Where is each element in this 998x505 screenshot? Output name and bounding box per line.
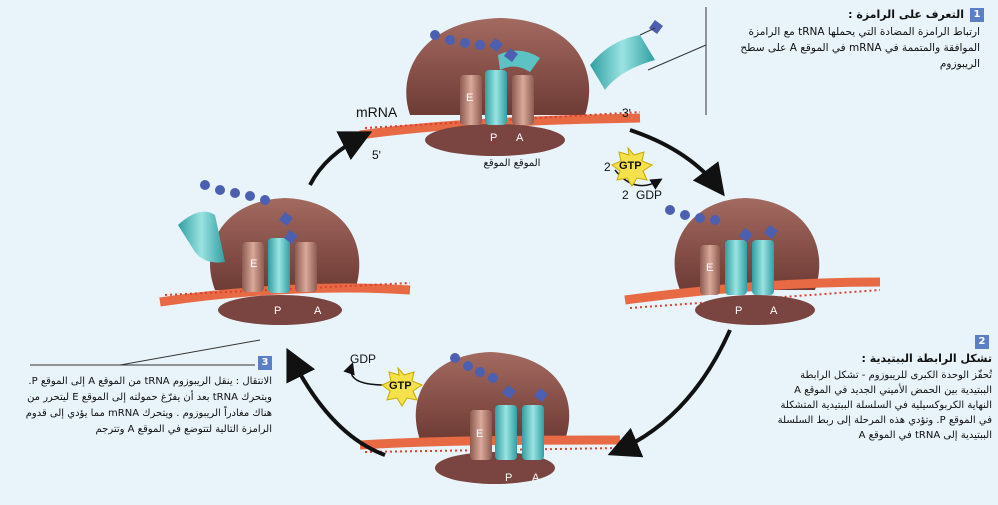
gtp-coef-top: 2 [604, 160, 611, 174]
ribosome-right [624, 198, 881, 325]
ribosome-left [159, 180, 411, 325]
site-e-bottom: E [476, 428, 484, 440]
mrna-label: mRNA [356, 104, 398, 120]
gtp-arrow-bottom [343, 362, 386, 386]
site-e-right: E [706, 262, 714, 274]
site-p-left: P [274, 305, 282, 317]
site-e-top: E [466, 92, 474, 104]
step3-pointer [119, 339, 261, 366]
site-p-top: P [490, 132, 498, 144]
arrow-right-to-bottom [607, 329, 732, 458]
gtp-label-top: GTP [619, 160, 642, 172]
gdp-coef-top: 2 [622, 188, 629, 202]
step1-body: ارتباط الرامزة المضادة التي يحملها tRNA … [740, 26, 980, 70]
gdp-label-bottom: GDP [350, 352, 377, 366]
step2-body: تُحفّز الوحدة الكبرى للريبوزوم - تشكل ال… [777, 370, 992, 441]
ribosome-top [359, 18, 641, 156]
mrna-strand-top [359, 113, 641, 140]
five-prime-label: 5ʹ [372, 148, 381, 162]
step1-pointer-diag [647, 44, 707, 71]
gtp-burst-top [611, 146, 654, 187]
step3-number: 3 [258, 356, 272, 370]
departing-trna-top [590, 20, 663, 90]
gtp-label-bottom: GTP [389, 380, 412, 392]
three-prime-label: 3ʹ [622, 106, 631, 120]
gtp-arrow-top [614, 169, 663, 190]
gtp-burst-bottom [381, 366, 424, 407]
ribosome-bottom [359, 352, 621, 484]
step2-number: 2 [975, 335, 989, 349]
site-a-left: A [314, 305, 322, 317]
arrow-top-to-right [629, 128, 725, 197]
step1-title: التعرف على الرامزة : [848, 8, 964, 21]
arrow-bottom-to-left [286, 347, 386, 457]
site-e-left: E [250, 258, 258, 270]
site-caption: الموقع الموقع [483, 158, 541, 169]
site-p-right: P [735, 305, 743, 317]
step1-number: 1 [970, 8, 984, 22]
site-p-bottom: P [505, 472, 513, 484]
site-a-bottom: A [532, 472, 540, 484]
arrow-left-to-top [308, 131, 373, 186]
step2-title: تشكل الرابطة الببتيدية : [861, 352, 992, 365]
gdp-label-top: GDP [636, 188, 663, 202]
step3-body: الانتقال : ينقل الريبوزوم tRNA من الموقع… [25, 376, 272, 435]
site-a-right: A [770, 305, 778, 317]
site-a-top: A [516, 132, 524, 144]
